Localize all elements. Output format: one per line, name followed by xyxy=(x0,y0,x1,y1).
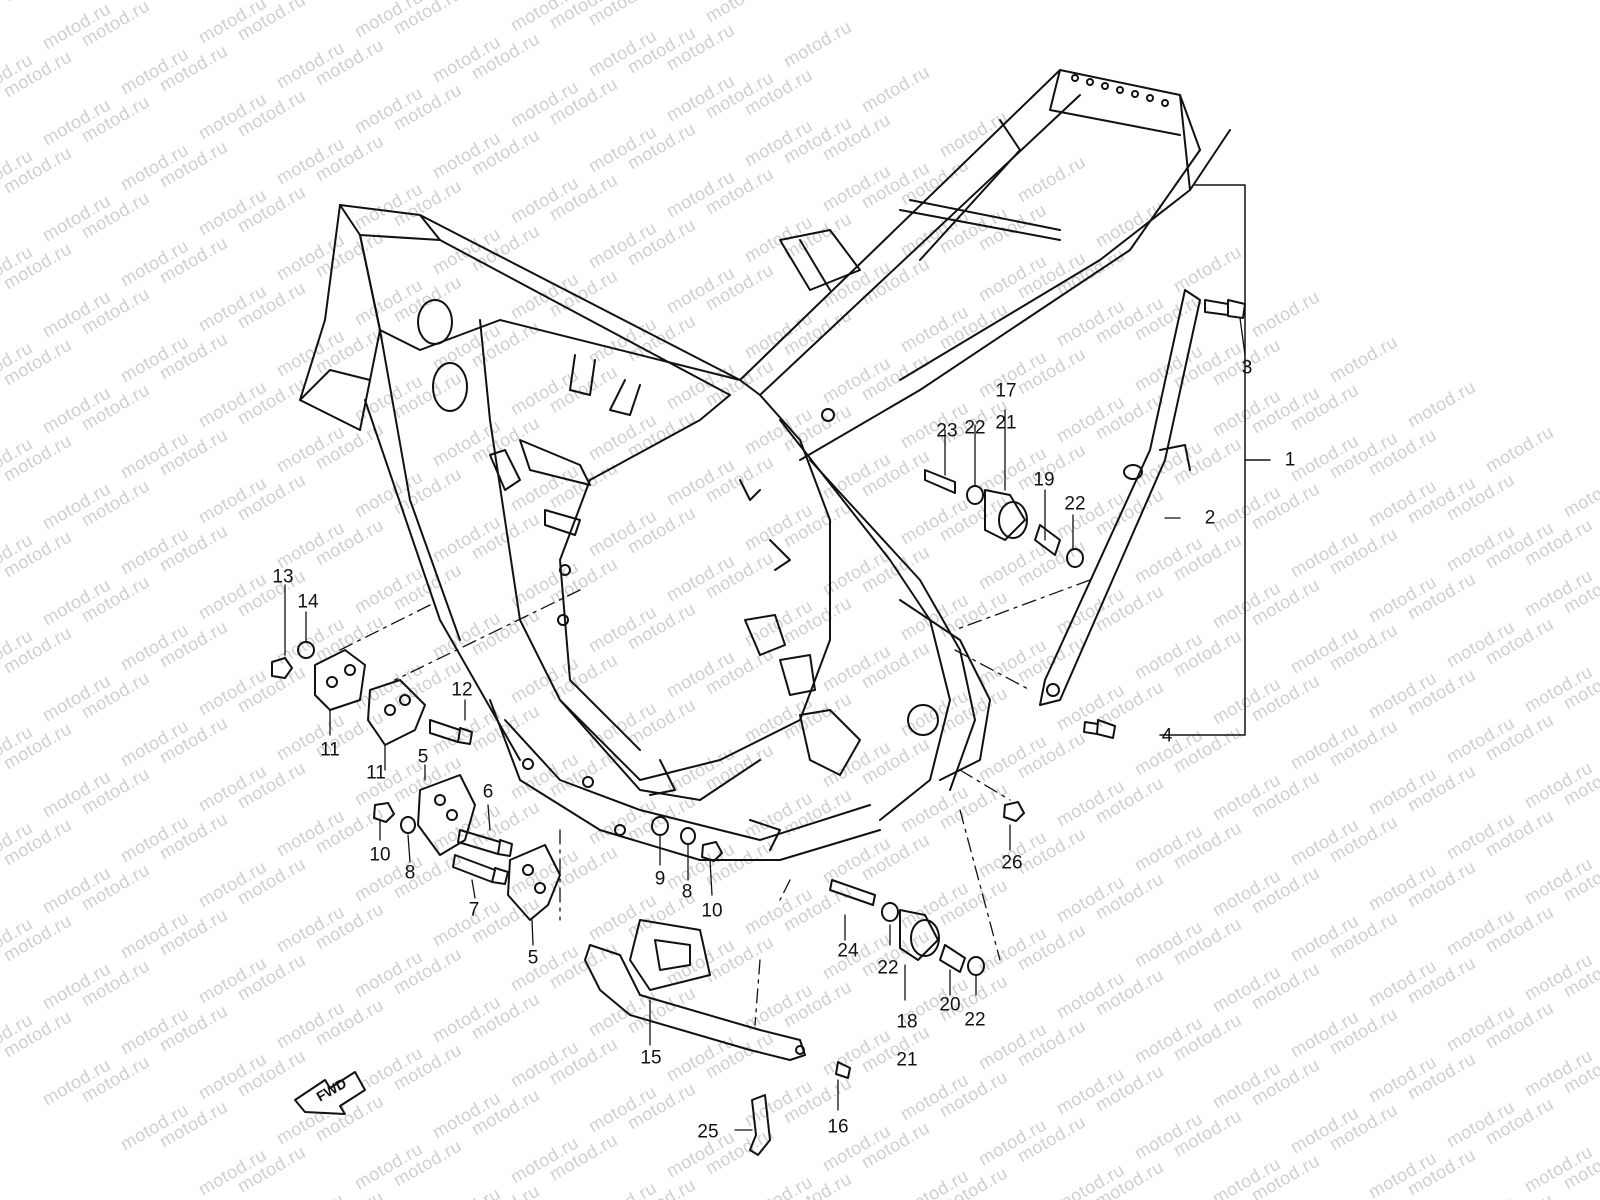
callout-bracket-1 xyxy=(1159,184,1271,736)
callout-11b: 11 xyxy=(366,762,386,784)
callout-12: 12 xyxy=(451,679,473,701)
callout-7: 7 xyxy=(468,899,480,921)
callout-26: 26 xyxy=(1001,852,1023,874)
callout-25: 25 xyxy=(697,1121,719,1143)
engine-mount-upper-cushion xyxy=(924,469,1084,568)
fwd-arrow-icon xyxy=(294,1071,366,1115)
callout-4: 4 xyxy=(1161,725,1173,747)
callout-22d: 22 xyxy=(964,1009,986,1031)
callout-13: 13 xyxy=(272,566,294,588)
callout-22a: 22 xyxy=(964,417,986,439)
callout-19: 19 xyxy=(1033,469,1055,491)
callout-14: 14 xyxy=(297,591,319,613)
bolt-4 xyxy=(1083,719,1116,739)
callout-16: 16 xyxy=(827,1116,849,1138)
callout-9: 9 xyxy=(654,868,666,890)
callout-20: 20 xyxy=(939,994,961,1016)
main-frame xyxy=(299,69,1231,861)
callout-10a: 10 xyxy=(369,844,391,866)
callout-18: 18 xyxy=(896,1011,918,1033)
callout-8b: 8 xyxy=(681,881,693,903)
callout-3: 3 xyxy=(1241,357,1253,379)
callout-5b: 5 xyxy=(527,947,539,969)
callout-17: 17 xyxy=(995,380,1017,402)
callout-23: 23 xyxy=(936,420,958,442)
callout-10b: 10 xyxy=(701,900,723,922)
rear-subframe-tube xyxy=(1039,289,1201,706)
callout-1: 1 xyxy=(1284,449,1296,471)
engine-mount-lower-cushion xyxy=(829,801,1025,976)
bottom-guard xyxy=(584,919,851,1156)
callout-15: 15 xyxy=(640,1047,662,1069)
leader-lines xyxy=(284,317,1246,1131)
callout-5a: 5 xyxy=(417,746,429,768)
callout-8a: 8 xyxy=(404,862,416,884)
callout-6: 6 xyxy=(482,781,494,803)
callout-21a: 21 xyxy=(995,412,1017,434)
callout-22b: 22 xyxy=(1064,493,1086,515)
callout-11a: 11 xyxy=(320,739,340,761)
callout-2: 2 xyxy=(1204,507,1216,529)
callout-21b: 21 xyxy=(896,1049,918,1071)
callout-24: 24 xyxy=(837,940,859,962)
bolt-3 xyxy=(1204,299,1246,319)
callout-22c: 22 xyxy=(877,957,899,979)
engine-mount-brackets xyxy=(271,641,723,921)
